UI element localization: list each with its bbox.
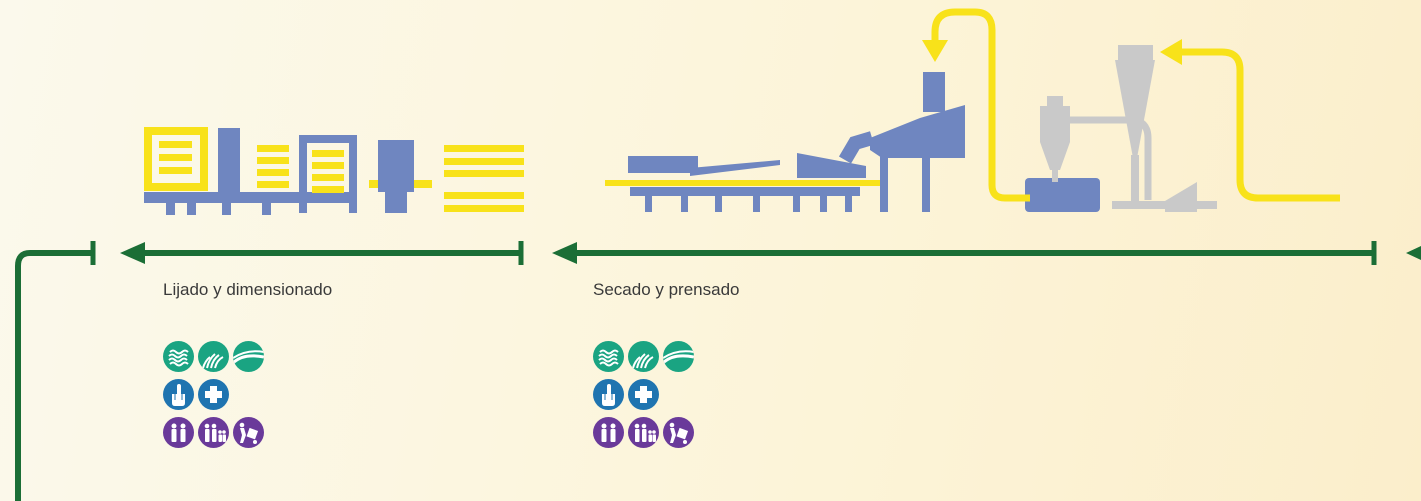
- stage-label-sanding: Lijado y dimensionado: [163, 280, 333, 299]
- icon-row: [163, 417, 264, 448]
- cyclone-small: [1040, 106, 1070, 142]
- cyclone-large: [1118, 45, 1153, 60]
- icon-row: [163, 379, 264, 410]
- finished-boards: [444, 145, 524, 152]
- forming-station: [628, 156, 698, 173]
- family-icon: [198, 417, 229, 448]
- icon-row: [593, 379, 694, 410]
- medical-cross-icon: [628, 379, 659, 410]
- sanding-unit: [218, 128, 240, 192]
- impact-icons-drying: [593, 341, 694, 455]
- hand-truck-icon: [233, 417, 264, 448]
- grass-icon: [198, 341, 229, 372]
- hand-truck-icon: [663, 417, 694, 448]
- icon-row: [593, 417, 694, 448]
- water-waves-icon: [163, 341, 194, 372]
- material-flow: [931, 8, 1340, 202]
- flow-arrowhead-left: [1160, 39, 1182, 65]
- stage-arrow-drying: [552, 241, 1377, 265]
- sizing-press-top: [299, 135, 357, 143]
- impact-icons-sanding: [163, 341, 264, 455]
- landscape-icon: [233, 341, 264, 372]
- stage-label-drying: Secado y prensado: [593, 280, 740, 299]
- stage-arrow-sanding: [120, 241, 524, 265]
- hand-finger-icon: [163, 379, 194, 410]
- conveyor-base: [144, 192, 349, 203]
- family-icon: [628, 417, 659, 448]
- two-people-icon: [593, 417, 624, 448]
- sanding-sizing-machinery: [144, 127, 524, 215]
- medical-cross-icon: [198, 379, 229, 410]
- board-stack-frame: [144, 127, 208, 191]
- drying-pressing-machinery: [605, 45, 1217, 212]
- fan-unit: [1025, 178, 1100, 212]
- flow-arrowhead-down: [922, 40, 948, 62]
- mat-conveyor: [605, 180, 880, 186]
- stage-arrow-next-head: [1406, 246, 1421, 260]
- icon-row: [163, 341, 264, 372]
- cutting-unit: [378, 140, 414, 192]
- press-unit: [797, 153, 866, 178]
- two-people-icon: [163, 417, 194, 448]
- grass-icon: [628, 341, 659, 372]
- blower: [1165, 182, 1197, 212]
- hand-finger-icon: [593, 379, 624, 410]
- landscape-icon: [663, 341, 694, 372]
- dryer-chimney: [923, 72, 945, 112]
- icon-row: [593, 341, 694, 372]
- dryer-unit: [870, 105, 965, 158]
- stage-arrow-return: [15, 241, 96, 501]
- water-waves-icon: [593, 341, 624, 372]
